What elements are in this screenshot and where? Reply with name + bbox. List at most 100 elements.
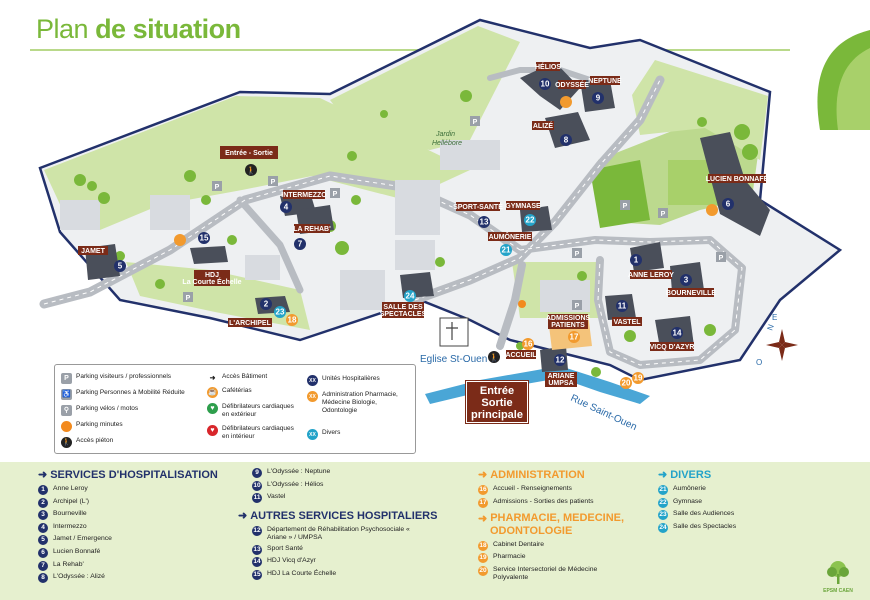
parking-icon: P [212, 181, 222, 191]
svg-text:N: N [765, 323, 776, 332]
parking-icons: P P P P P P P P P P [183, 116, 726, 310]
legend-parking-pmr: ♿Parking Personnes à Mobilité Réduite [61, 389, 185, 400]
svg-text:ANNE LEROY: ANNE LEROY [628, 272, 674, 279]
svg-text:SPORT-SANTÉ: SPORT-SANTÉ [453, 202, 503, 211]
title-bold: de situation [95, 14, 241, 44]
badge-2: 2 [260, 298, 272, 310]
badge-18: 18 [286, 314, 298, 326]
svg-text:LA REHAB': LA REHAB' [293, 226, 331, 233]
parking-icon: P [268, 176, 278, 186]
parking-icon: P [61, 373, 72, 384]
svg-text:SALLE DES: SALLE DES [383, 304, 423, 311]
services-heading: ➜SERVICES D'HOSPITALISATION [38, 468, 218, 482]
parking-icon: P [716, 252, 726, 262]
svg-text:15: 15 [200, 234, 209, 243]
entrance-line-2: Sortie [481, 397, 513, 409]
badge-13: 13 [478, 216, 490, 228]
svg-text:P: P [333, 191, 338, 198]
svg-text:ARIANE: ARIANE [548, 373, 575, 380]
site-map[interactable]: Entrée - Sortie HÉLIOS ODYSSÉE NEPTUNE A… [0, 0, 870, 462]
svg-text:P: P [719, 255, 724, 262]
svg-text:P: P [575, 303, 580, 310]
admin-badge-icon: XX [307, 391, 318, 402]
pharma-heading-2: ODONTOLOGIE [490, 524, 573, 537]
svg-text:6: 6 [726, 200, 731, 209]
svg-text:ODYSSÉE: ODYSSÉE [555, 80, 589, 89]
svg-text:1: 1 [634, 256, 639, 265]
garden-label: Jardin [435, 131, 455, 138]
svg-text:11: 11 [618, 302, 627, 311]
svg-text:P: P [215, 184, 220, 191]
svg-text:L'ARCHIPEL: L'ARCHIPEL [229, 320, 271, 327]
badge-4: 4 [280, 201, 292, 213]
legend-parking-minutes: Parking minutes [61, 421, 123, 432]
unit-badge-icon: XX [307, 375, 318, 386]
svg-text:20: 20 [622, 379, 631, 388]
svg-text:9: 9 [596, 94, 601, 103]
unit-badges: 1 2 3 4 5 6 7 8 9 10 11 12 13 14 15 16 1… [114, 78, 734, 389]
svg-text:2: 2 [264, 300, 269, 309]
svg-text:Entrée - Sortie: Entrée - Sortie [225, 150, 273, 157]
legend-acces-batiment: ➜Accès Bâtiment [207, 373, 268, 384]
svg-text:7: 7 [298, 240, 303, 249]
svg-text:O: O [756, 358, 762, 367]
divers-badge-icon: XX [307, 429, 318, 440]
badge-5: 5 [114, 260, 126, 272]
parking-icon: P [572, 300, 582, 310]
cafeteria-icon [560, 96, 572, 108]
svg-text:4: 4 [284, 203, 289, 212]
svg-text:17: 17 [570, 333, 579, 342]
bike-icon: ⚲ [61, 405, 72, 416]
svg-text:19: 19 [634, 374, 643, 383]
legend-acces-pieton: 🚶Accès piéton [61, 437, 113, 448]
pedestrian-access-icon: 🚶 [245, 164, 257, 176]
badge-19: 19 [632, 372, 644, 384]
badge-3: 3 [680, 274, 692, 286]
svg-text:Hellébore: Hellébore [432, 140, 462, 147]
badge-6: 6 [722, 198, 734, 210]
entrance-line-3: principale [471, 409, 523, 421]
badge-7: 7 [294, 238, 306, 250]
title-rule [30, 49, 790, 51]
title-light: Plan [36, 14, 89, 44]
svg-text:E: E [772, 313, 777, 322]
svg-text:21: 21 [502, 246, 511, 255]
badge-21: 21 [500, 244, 512, 256]
parking-icon: P [183, 292, 193, 302]
svg-text:SPECTACLES: SPECTACLES [380, 311, 427, 318]
svg-text:ACCUEIL: ACCUEIL [505, 352, 537, 359]
svg-text:16: 16 [524, 340, 533, 349]
cafeteria-icon [706, 204, 718, 216]
green-zone [632, 60, 768, 160]
svg-text:10: 10 [541, 80, 550, 89]
